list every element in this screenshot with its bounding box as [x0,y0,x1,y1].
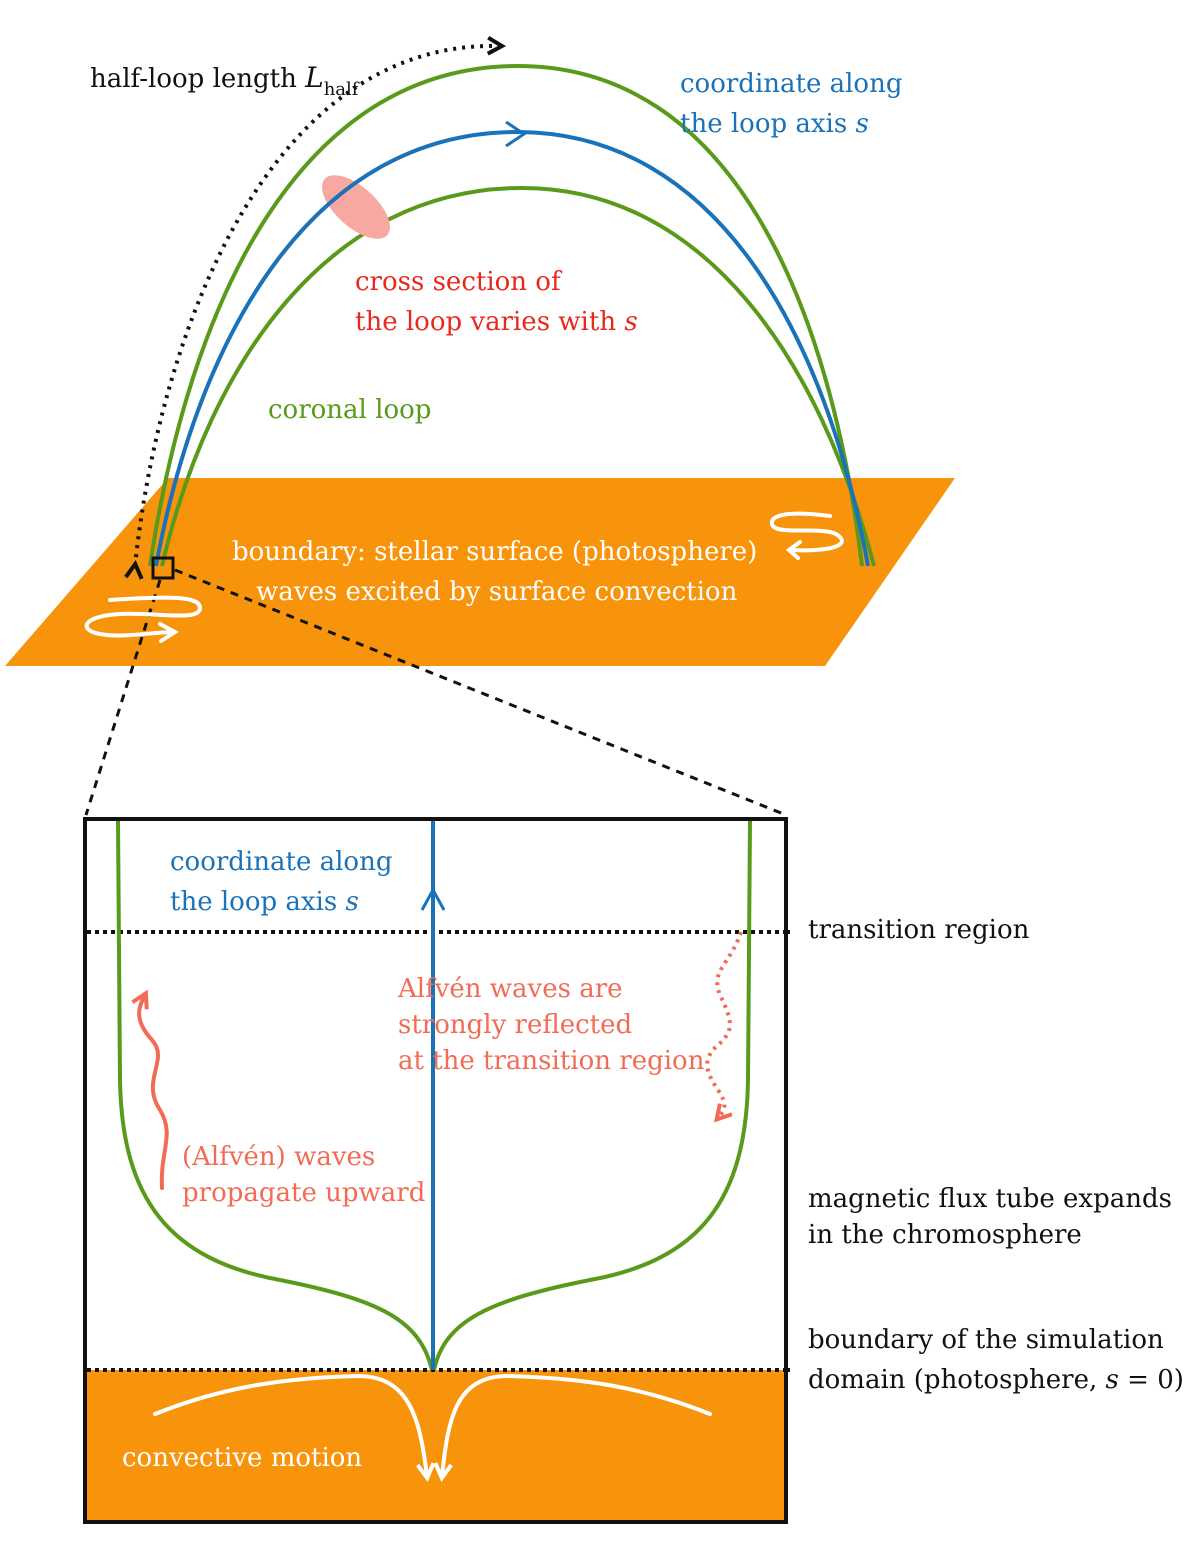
zoom-guide-right [174,568,787,817]
axis-label-bottom-line1: coordinate along [170,847,392,877]
domain-boundary-label-line1: boundary of the simulation [808,1325,1164,1355]
zoomed-domain-frame [83,817,788,1524]
loop-axis-label-line2: the loop axis s [680,109,869,139]
transition-region-label: transition region [808,915,1030,945]
flux-tube-left [116,820,434,1371]
cross-section-label-line2: the loop varies with s [355,307,638,337]
convective-motion-label: convective motion [122,1443,362,1473]
coronal-loop-label: coronal loop [268,395,431,425]
axis-label-bottom-line2: the loop axis s [170,887,359,917]
upward-wave-arrow [131,989,169,1190]
reflected-waves-label-line2: strongly reflected [398,1010,632,1040]
reflected-waves-label-line3: at the transition region [398,1046,705,1076]
zoom-guide-left [84,579,162,816]
loop-axis-label-line1: coordinate along [680,69,902,99]
convection-left-arrow [153,1373,436,1482]
surface-boundary-label-line1: boundary: stellar surface (photosphere) [232,537,757,567]
reflected-wave-arrow [705,931,743,1123]
domain-boundary-label-line2: domain (photosphere, s = 0) [808,1365,1184,1395]
photosphere-layer [85,1370,786,1522]
propagate-waves-label-line1: (Alfvén) waves [182,1142,375,1172]
flux-tube-right [432,820,752,1371]
surface-boundary-label-line2: waves excited by surface convection [256,577,738,607]
propagate-waves-label-line2: propagate upward [182,1178,425,1208]
swirl-left-icon [84,595,203,643]
cross-section-label-line1: cross section of [355,267,563,297]
reflected-waves-label-line1: Alfvén waves are [397,974,623,1004]
zoom-region-box [151,556,175,580]
flux-tube-label-line2: in the chromosphere [808,1220,1082,1250]
convection-right-arrow [433,1373,712,1482]
swirl-right-icon [770,511,844,560]
half-loop-label: half-loop length Lhalf [90,61,360,100]
photosphere-surface [5,478,955,666]
loop-axis-vertical-arrowhead [420,886,446,911]
flux-tube-label-line1: magnetic flux tube expands [808,1184,1172,1214]
loop-axis-arrowhead [505,120,527,148]
